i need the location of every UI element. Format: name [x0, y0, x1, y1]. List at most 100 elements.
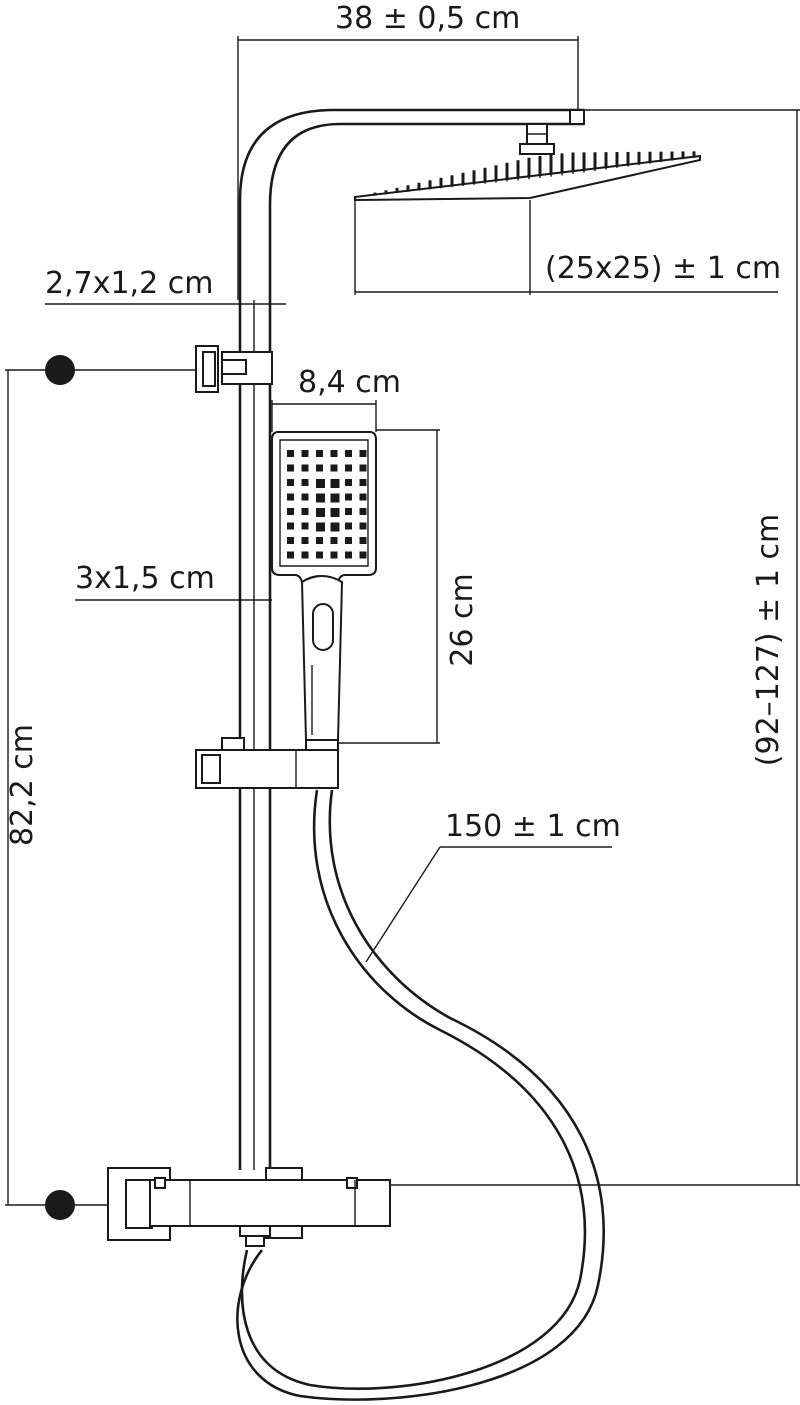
head-nozzle-mark	[560, 153, 564, 174]
hand-nozzle	[359, 493, 367, 501]
arm-width-dimension	[237, 36, 579, 300]
hand-nozzle	[330, 551, 338, 559]
total-height-label: (92–127) ± 1 cm	[751, 514, 786, 766]
hand-nozzle	[359, 479, 367, 486]
hand-nozzle	[345, 537, 352, 544]
hand-nozzle	[316, 479, 325, 488]
hand-nozzle	[330, 508, 340, 517]
head-nozzle-mark	[626, 151, 630, 166]
hand-nozzle	[330, 537, 338, 544]
hand-nozzle	[359, 450, 367, 457]
hand-nozzle	[287, 493, 294, 501]
head-nozzles	[373, 151, 696, 196]
arm-width-label: 38 ± 0,5 cm	[335, 1, 520, 36]
hand-nozzle	[287, 464, 294, 472]
head-nozzle-mark	[670, 151, 674, 161]
hand-nozzle	[330, 450, 338, 457]
hand-nozzle	[301, 508, 309, 515]
hand-nozzle	[301, 493, 309, 501]
hand-nozzle	[345, 522, 352, 530]
head-nozzle-mark	[604, 152, 608, 169]
hand-nozzle	[359, 551, 367, 559]
hand-nozzle	[316, 493, 325, 503]
hand-nozzle	[345, 464, 352, 472]
mount-point-top	[45, 355, 75, 385]
head-nozzle-mark	[384, 190, 388, 195]
head-nozzle-mark	[439, 177, 443, 188]
head-nozzle-mark	[571, 152, 575, 173]
head-size-label: (25x25) ± 1 cm	[545, 251, 781, 286]
hand-nozzle	[287, 479, 294, 486]
rain-shower-head	[354, 123, 701, 202]
head-nozzle-mark	[637, 151, 641, 165]
hand-nozzle	[330, 479, 340, 488]
shower-hose	[236, 789, 605, 1401]
hand-nozzle	[345, 493, 352, 501]
handshower-width-label: 8,4 cm	[298, 365, 401, 400]
head-nozzle-mark	[516, 160, 520, 179]
hand-nozzle	[316, 464, 323, 472]
hand-nozzle	[345, 479, 352, 486]
hand-nozzle	[316, 508, 325, 517]
hand-nozzle	[287, 522, 294, 530]
hand-nozzle	[301, 464, 309, 472]
head-nozzle-mark	[472, 170, 476, 184]
handshower-width-dimension	[271, 400, 377, 432]
head-nozzle-mark	[428, 180, 432, 190]
hand-shower	[271, 431, 377, 741]
head-nozzle-mark	[461, 172, 465, 186]
head-nozzle-mark	[406, 185, 410, 192]
mount-point-bottom	[45, 1190, 75, 1220]
head-nozzle-mark	[527, 157, 531, 178]
head-nozzle-mark	[450, 175, 454, 187]
hand-nozzle	[301, 479, 309, 486]
hand-nozzle	[345, 551, 352, 559]
mixer-outlet	[239, 1225, 271, 1237]
rail-profile-label: 2,7x1,2 cm	[45, 266, 213, 301]
hand-nozzle	[359, 508, 367, 515]
head-nozzle-mark	[549, 154, 553, 175]
hand-nozzle	[301, 551, 309, 559]
hand-nozzle	[345, 508, 352, 515]
hand-nozzle	[287, 537, 294, 544]
head-nozzle-mark	[417, 182, 421, 191]
hand-nozzle	[316, 522, 325, 532]
head-nozzle-mark	[582, 152, 586, 171]
head-nozzle-mark	[593, 152, 597, 170]
head-nozzle-mark	[494, 165, 498, 182]
handshower-length-label: 26 cm	[445, 573, 480, 666]
hand-nozzle	[345, 450, 352, 457]
hand-nozzle	[359, 522, 367, 530]
head-nozzle-mark	[373, 192, 377, 196]
hand-shower-nozzles	[287, 450, 367, 559]
head-nozzle-mark	[538, 156, 542, 177]
upper-wall-bracket	[195, 345, 273, 393]
hand-nozzle	[301, 537, 309, 544]
hand-nozzle	[330, 493, 340, 503]
hand-nozzle	[287, 508, 294, 515]
thermostatic-mixer	[107, 1167, 391, 1247]
mount-spacing-dimension	[5, 355, 196, 1220]
hose-length-leader	[365, 846, 612, 963]
head-nozzle-mark	[659, 151, 663, 162]
hand-nozzle	[316, 450, 323, 457]
riser-pipe	[238, 108, 585, 1170]
hose-length-label: 150 ± 1 cm	[445, 809, 621, 844]
hand-nozzle	[330, 464, 338, 472]
slider-holder	[195, 737, 339, 789]
hand-nozzle	[316, 537, 323, 544]
hand-nozzle	[301, 522, 309, 530]
lower-profile-label: 3x1,5 cm	[75, 561, 215, 596]
hand-nozzle	[301, 450, 309, 457]
head-nozzle-mark	[648, 151, 652, 163]
hand-nozzle	[359, 537, 367, 544]
head-nozzle-mark	[692, 151, 696, 158]
handshower-length-dimension	[338, 429, 440, 744]
head-size-dimension	[354, 200, 778, 295]
hand-nozzle	[287, 551, 294, 559]
head-nozzle-mark	[395, 187, 399, 194]
hand-nozzle	[359, 464, 367, 472]
hand-nozzle	[287, 450, 294, 457]
